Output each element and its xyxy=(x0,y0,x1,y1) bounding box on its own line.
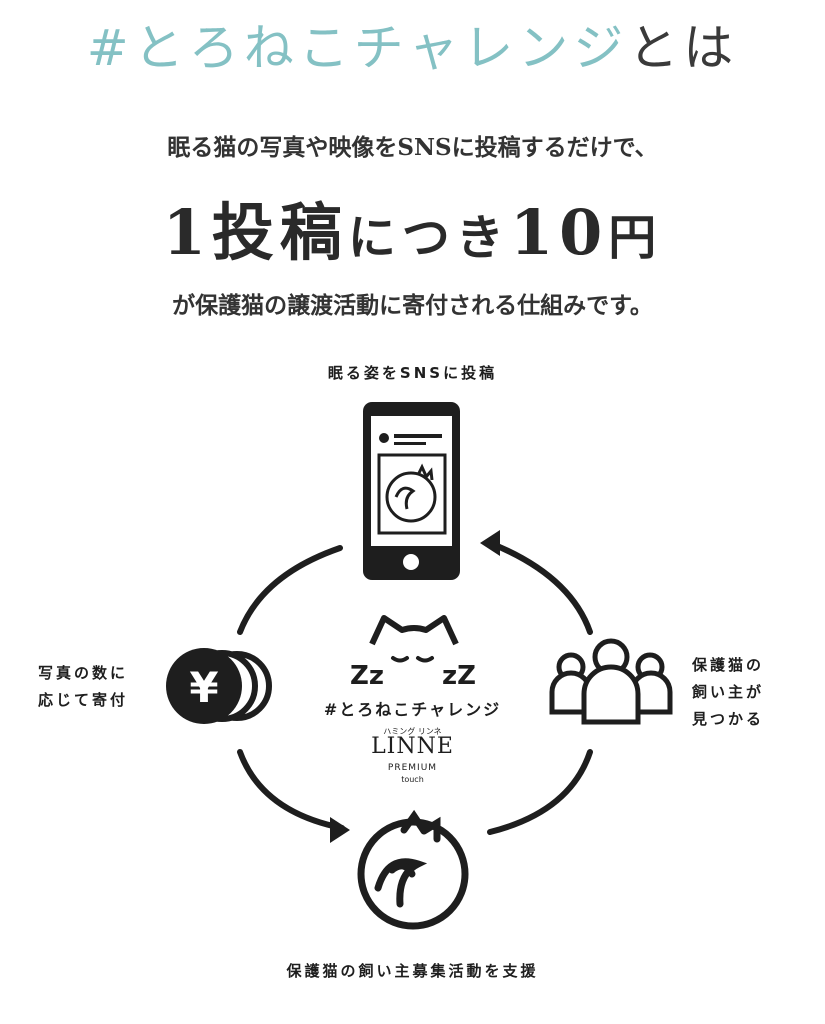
arc-bottom-right xyxy=(487,749,593,835)
brand-touch: touch xyxy=(401,775,424,784)
page-title: #とろねこチャレンジとは xyxy=(0,8,825,80)
brand-challenge: #とろねこチャレンジ xyxy=(323,700,502,719)
lead-text: 眠る猫の写真や映像をSNSに投稿するだけで、 xyxy=(167,134,658,161)
right-label: 保護猫の 飼い主が 見つかる xyxy=(692,652,802,733)
people-icon xyxy=(549,638,673,725)
right-label-line-2: 飼い主が xyxy=(692,683,765,701)
arc-top-left xyxy=(237,545,343,635)
left-label-line-2: 応じて寄付 xyxy=(38,691,129,709)
sleeping-eyes xyxy=(391,656,434,663)
arc-bottom-left xyxy=(237,749,345,831)
brand-hamming: ハミング リンネ xyxy=(383,727,442,736)
highlight-num-2: 10 xyxy=(509,196,609,269)
coins-yen-icon: ¥ xyxy=(166,648,272,724)
brand-premium: PREMIUM xyxy=(387,763,438,773)
title-suffix: とは xyxy=(628,19,739,77)
highlight-unit: 円 xyxy=(608,210,663,266)
smartphone-icon xyxy=(363,402,460,580)
arrow-head-top xyxy=(480,530,500,556)
highlight-headline: 1投稿につき10円 xyxy=(0,182,825,272)
bottom-label: 保護猫の飼い主募集活動を支援 xyxy=(286,962,539,980)
highlight-text-1: 投稿 xyxy=(211,196,348,269)
left-label-line-1: 写真の数に xyxy=(38,664,129,682)
highlight-text-2: につき xyxy=(347,210,510,266)
after-text: が保護猫の譲渡活動に寄付される仕組みです。 xyxy=(172,292,653,319)
left-label: 写真の数に 応じて寄付 xyxy=(38,660,158,714)
right-label-line-3: 見つかる xyxy=(692,710,765,728)
arrow-head-bottom xyxy=(330,817,350,843)
sleeping-cat-icon xyxy=(357,809,469,930)
yen-symbol: ¥ xyxy=(189,663,218,712)
top-label: 眠る姿をSNSに投稿 xyxy=(327,364,498,382)
brand-linne-logo: LINNE xyxy=(371,734,454,759)
cat-face-icon xyxy=(369,615,459,646)
right-label-line-1: 保護猫の xyxy=(692,656,765,674)
cycle-arrows xyxy=(237,540,593,835)
highlight-num-1: 1 xyxy=(162,196,212,269)
title-hashtag: #とろねこチャレンジ xyxy=(86,19,629,77)
zz-right: zZ xyxy=(442,661,476,691)
arc-top-right xyxy=(487,540,593,635)
zz-left: Zz xyxy=(350,661,384,691)
